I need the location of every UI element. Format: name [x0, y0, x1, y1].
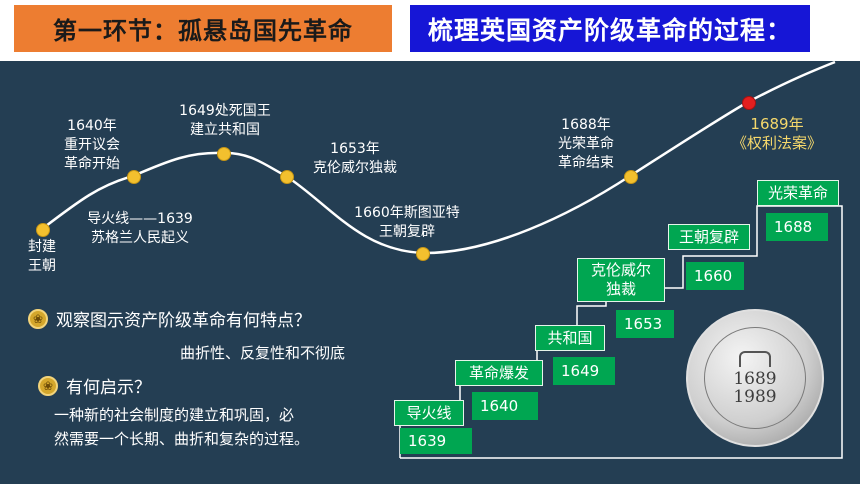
timeline-dot-1660	[416, 247, 430, 261]
coin-face: 1689 1989	[704, 327, 806, 429]
answer-inspiration-line1: 一种新的社会制度的建立和巩固，必	[54, 406, 295, 424]
commemorative-coin-icon: 1689 1989	[686, 309, 824, 447]
timeline-dot-1653	[280, 170, 294, 184]
stair-label-republic: 共和国	[535, 325, 605, 351]
label-1640: 1640年 重开议会 革命开始	[64, 118, 120, 172]
label-1688: 1688年 光荣革命 革命结束	[558, 117, 614, 171]
label-feudal: 封建 王朝	[28, 239, 56, 274]
question-inspiration: 有何启示？	[66, 378, 151, 398]
stair-label-fuse: 导火线	[394, 400, 464, 426]
stair-year-1653: 1653	[616, 310, 674, 338]
timeline-curve	[41, 60, 836, 255]
label-1649: 1649处死国王 建立共和国	[179, 103, 271, 138]
coin-year-bottom: 1989	[733, 386, 777, 407]
stair-label-restoration: 王朝复辟	[668, 224, 750, 250]
crown-icon	[739, 350, 771, 367]
stair-label-glorious: 光荣革命	[757, 180, 839, 206]
timeline-dot-1640	[127, 170, 141, 184]
ornament-icon: ❀	[28, 309, 48, 329]
label-1653: 1653年 克伦威尔独裁	[313, 141, 397, 176]
stair-year-1639: 1639	[400, 428, 472, 454]
answer-inspiration-line2: 然需要一个长期、曲折和复杂的过程。	[54, 430, 310, 448]
timeline-dot-1688	[624, 170, 638, 184]
label-1689: 1689年 《权利法案》	[731, 115, 822, 152]
staircase-line	[399, 205, 843, 459]
coin-year-top: 1689	[733, 368, 777, 389]
question-characteristics: 观察图示资产阶级革命有何特点？	[56, 311, 311, 331]
stair-year-1688: 1688	[766, 213, 828, 241]
section-title: 第一环节：孤悬岛国先革命	[14, 5, 392, 52]
stair-year-1660: 1660	[686, 262, 744, 290]
stair-label-outbreak: 革命爆发	[455, 360, 543, 386]
label-1660: 1660年斯图亚特 王朝复辟	[354, 205, 460, 240]
timeline-dot-1649	[217, 147, 231, 161]
timeline-dot-feudal	[36, 223, 50, 237]
stair-year-1640: 1640	[472, 392, 538, 420]
stair-year-1649: 1649	[553, 357, 615, 385]
stair-label-cromwell: 克伦威尔 独裁	[577, 258, 665, 302]
answer-characteristics: 曲折性、反复性和不彻底	[180, 344, 346, 362]
timeline-dot-1689	[742, 96, 756, 110]
ornament-icon: ❀	[38, 376, 58, 396]
task-title: 梳理英国资产阶级革命的过程：	[410, 5, 810, 52]
label-fuse: 导火线——1639 苏格兰人民起义	[87, 211, 193, 246]
